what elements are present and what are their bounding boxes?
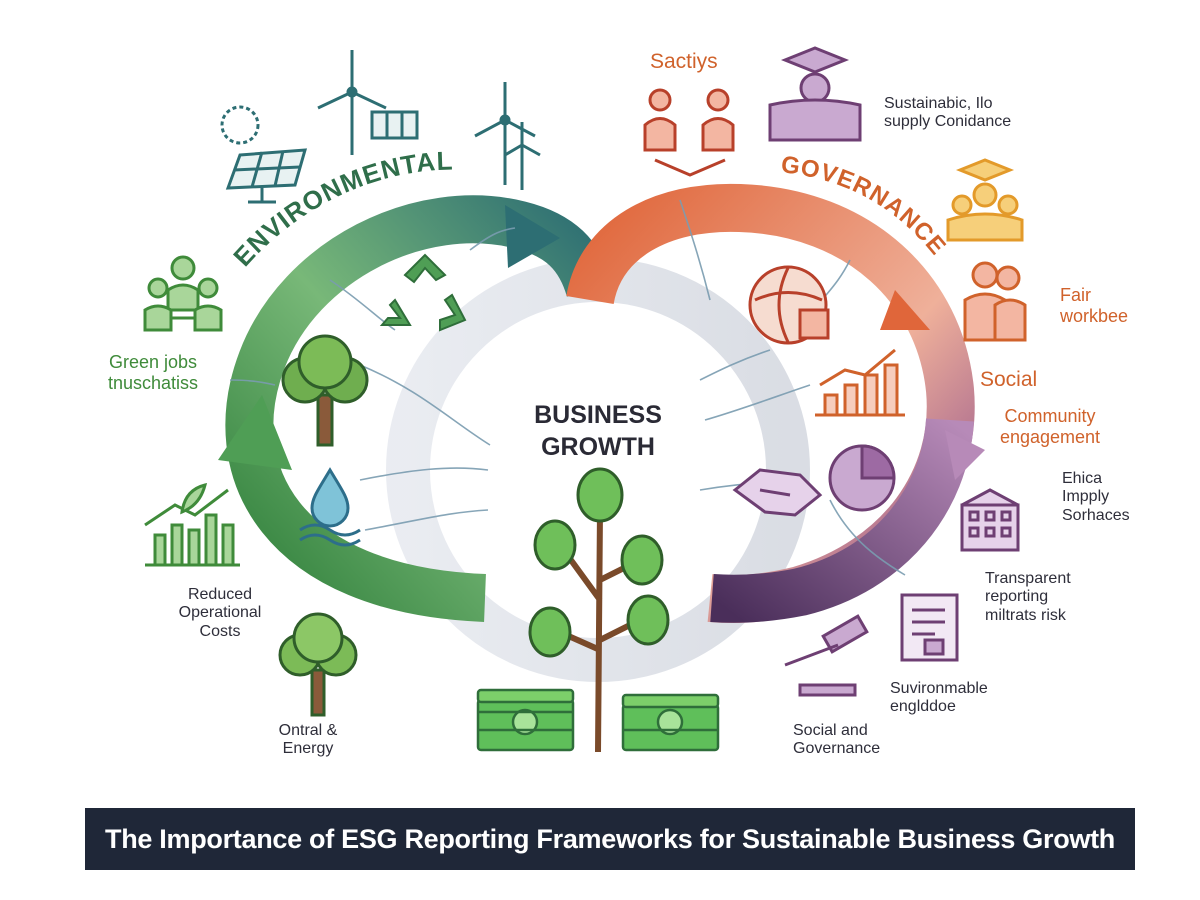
- environmental-arrowhead: [505, 205, 560, 268]
- green-jobs-label: Green jobs tnuschatiss: [107, 352, 199, 393]
- recycle-icon: [379, 253, 467, 332]
- team-icon: [946, 158, 1024, 242]
- social-arc: [710, 417, 974, 623]
- sustainable-supply-label: Sustainabic, Ilo supply Conidance: [884, 95, 1012, 131]
- reduced-costs-label: Reduced Operational Costs: [178, 586, 262, 640]
- fair-workplace-label: Fair workbee: [1060, 285, 1129, 326]
- social-governance-label: Social and Governance: [793, 722, 881, 758]
- center-label-line2: GROWTH: [541, 433, 655, 461]
- natural-energy-label: Ontral & Energy: [278, 722, 338, 758]
- esg-cycle-diagram: ENVIRONMENTAL GOVERNANCE: [143, 46, 1027, 753]
- title-banner: The Importance of ESG Reporting Framewor…: [85, 808, 1135, 870]
- building-icon: [960, 488, 1020, 552]
- gavel-icon: [784, 614, 869, 697]
- people-group-icon: [143, 255, 223, 332]
- page-title: The Importance of ESG Reporting Framewor…: [105, 823, 1115, 854]
- handshake-icon: [643, 88, 735, 177]
- document-icon: [900, 593, 959, 662]
- globe-puzzle-icon: [748, 265, 830, 345]
- center-label-line1: BUSINESS: [534, 401, 662, 429]
- graduation-cap-icon: [768, 46, 862, 142]
- tree-icon: [278, 612, 358, 717]
- solar-panel-icon: [220, 105, 308, 204]
- bar-chart-icon: [815, 348, 905, 417]
- community-engagement-label: Community engagement: [999, 406, 1101, 447]
- growth-chart-icon: [144, 482, 240, 567]
- social-label: Social: [980, 368, 1038, 391]
- money-icon: [476, 688, 720, 752]
- environmental-guidance-label: Suvironmable englddoe: [890, 680, 988, 716]
- ethical-supply-label: Ehica Impply Sorhaces: [1062, 470, 1130, 524]
- environmental-up-arrowhead: [218, 395, 292, 470]
- people-group-icon: [963, 261, 1027, 342]
- tree-icon: [281, 334, 369, 447]
- governance-arrowhead: [880, 290, 930, 330]
- water-drop-icon: [299, 467, 361, 547]
- pie-chart-icon: [828, 444, 896, 512]
- handshake-icon: [732, 468, 823, 517]
- social-arrowhead: [945, 430, 985, 480]
- sactiys-label: Sactiys: [650, 50, 718, 73]
- wind-turbine-icon: [317, 50, 541, 190]
- transparent-reporting-label: Transparent reporting miltrats risk: [985, 570, 1071, 624]
- money-tree-icon: [528, 467, 670, 753]
